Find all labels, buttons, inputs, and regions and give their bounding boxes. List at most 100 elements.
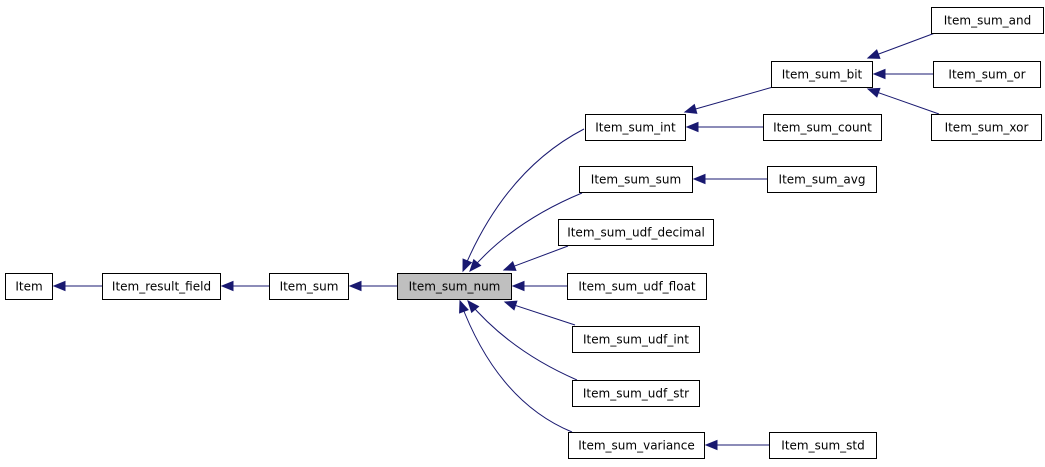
class-node-box — [769, 432, 877, 459]
class-node-label: Item_sum_num — [409, 280, 501, 294]
edges-layer — [52, 32, 940, 451]
class-node-box — [5, 273, 53, 300]
arrowhead-icon — [872, 68, 886, 80]
arrowhead-icon — [503, 300, 518, 311]
class-node-box — [568, 432, 705, 459]
class-node-item-sum-std[interactable]: Item_sum_std — [769, 432, 877, 459]
edge-item-sum-and-to-item-sum-bit — [866, 32, 936, 59]
class-node-label: Item_sum_avg — [779, 173, 866, 187]
edge-line — [867, 88, 940, 115]
edge-line — [504, 301, 576, 326]
class-node-item-sum-sum[interactable]: Item_sum_sum — [579, 166, 693, 193]
class-node-box — [567, 273, 707, 300]
class-node-label: Item_sum_and — [944, 14, 1031, 28]
class-node-label: Item_sum_bit — [782, 68, 863, 82]
class-node-box — [269, 273, 349, 300]
edge-item-sum-xor-to-item-sum-bit — [866, 87, 940, 115]
class-node-label: Item_sum — [280, 280, 339, 294]
class-node-item-sum-int[interactable]: Item_sum_int — [585, 114, 686, 141]
class-node-label: Item_sum_xor — [945, 121, 1029, 135]
arrowhead-icon — [692, 173, 706, 185]
edge-item-result-field-to-item — [52, 280, 102, 292]
arrowhead-icon — [459, 299, 469, 314]
edge-item-sum-sum-to-item-sum-num — [469, 192, 583, 273]
edge-item-sum-int-to-item-sum-num — [462, 128, 585, 273]
arrowhead-icon — [866, 49, 881, 59]
class-node-box — [579, 166, 693, 193]
class-node-item-sum-variance[interactable]: Item_sum_variance — [568, 432, 705, 459]
edge-item-sum-udf-str-to-item-sum-num — [467, 299, 578, 381]
class-node-item-sum[interactable]: Item_sum — [269, 273, 349, 300]
arrowhead-icon — [220, 280, 234, 292]
class-node-label: Item_sum_udf_float — [578, 280, 696, 294]
arrowhead-icon — [704, 439, 718, 451]
class-node-label: Item_sum_count — [773, 121, 872, 135]
edge-line — [459, 300, 573, 433]
edge-item-sum-variance-to-item-sum-num — [459, 299, 573, 433]
class-node-item-sum-udf-float[interactable]: Item_sum_udf_float — [567, 273, 707, 300]
class-node-box — [767, 166, 877, 193]
arrowhead-icon — [469, 258, 482, 273]
nodes-layer: Item Item_result_field Item_sum Item_sum_nu… — [5, 7, 1044, 459]
class-node-item-sum-udf-decimal[interactable]: Item_sum_udf_decimal — [558, 219, 714, 246]
class-node-label: Item_sum_udf_int — [583, 333, 689, 347]
edge-line — [867, 32, 936, 59]
class-node-label: Item_sum_udf_decimal — [567, 226, 705, 240]
class-node-label: Item_sum_std — [781, 439, 864, 453]
edge-item-sum-udf-int-to-item-sum-num — [503, 300, 576, 326]
edge-item-sum-num-to-item-sum — [348, 280, 397, 292]
arrowhead-icon — [685, 121, 699, 133]
class-node-box — [931, 7, 1044, 34]
edge-item-sum-count-to-item-sum-int — [685, 121, 763, 133]
class-node-label: Item_sum_int — [595, 121, 676, 135]
edge-item-sum-or-to-item-sum-bit — [872, 68, 933, 80]
class-node-box — [397, 273, 512, 300]
edge-item-sum-avg-to-item-sum-sum — [692, 173, 767, 185]
class-node-box — [933, 61, 1041, 88]
class-node-item-result-field[interactable]: Item_result_field — [102, 273, 221, 300]
arrowhead-icon — [467, 299, 480, 314]
class-node-item-sum-udf-int[interactable]: Item_sum_udf_int — [572, 326, 700, 353]
class-node-label: Item_sum_udf_str — [583, 387, 689, 401]
class-node-item-sum-num: Item_sum_num — [397, 273, 512, 300]
class-node-label: Item_sum_or — [948, 68, 1025, 82]
arrowhead-icon — [462, 258, 473, 273]
class-node-label: Item_sum_variance — [578, 439, 695, 453]
edge-line — [467, 300, 578, 381]
class-node-item-sum-count[interactable]: Item_sum_count — [763, 114, 882, 141]
edge-line — [462, 128, 585, 272]
edge-line — [469, 192, 583, 272]
arrowhead-icon — [683, 103, 698, 114]
edge-item-sum-std-to-item-sum-variance — [704, 439, 769, 451]
class-node-item[interactable]: Item — [5, 273, 53, 300]
edge-item-sum-to-item-result-field — [220, 280, 269, 292]
class-node-box — [102, 273, 221, 300]
class-node-box — [771, 61, 873, 88]
class-node-box — [763, 114, 882, 141]
class-node-item-sum-udf-str[interactable]: Item_sum_udf_str — [572, 380, 700, 407]
arrowhead-icon — [52, 280, 66, 292]
class-node-box — [558, 219, 714, 246]
class-node-item-sum-and[interactable]: Item_sum_and — [931, 7, 1044, 34]
class-node-box — [572, 380, 700, 407]
class-node-label: Item_result_field — [112, 280, 211, 294]
edge-item-sum-bit-to-item-sum-int — [683, 86, 774, 114]
arrowhead-icon — [502, 261, 517, 271]
class-node-box — [931, 114, 1042, 141]
arrowhead-icon — [348, 280, 362, 292]
arrowhead-icon — [511, 280, 525, 292]
class-node-box — [585, 114, 686, 141]
class-node-label: Item — [15, 280, 42, 294]
class-node-box — [572, 326, 700, 353]
class-node-item-sum-avg[interactable]: Item_sum_avg — [767, 166, 877, 193]
edge-item-sum-udf-decimal-to-item-sum-num — [502, 245, 569, 271]
class-node-item-sum-or[interactable]: Item_sum_or — [933, 61, 1041, 88]
arrowhead-icon — [866, 87, 881, 98]
edge-item-sum-udf-float-to-item-sum-num — [511, 280, 567, 292]
edge-line — [684, 86, 774, 113]
class-node-item-sum-bit[interactable]: Item_sum_bit — [771, 61, 873, 88]
class-node-label: Item_sum_sum — [591, 173, 681, 187]
class-node-item-sum-xor[interactable]: Item_sum_xor — [931, 114, 1042, 141]
